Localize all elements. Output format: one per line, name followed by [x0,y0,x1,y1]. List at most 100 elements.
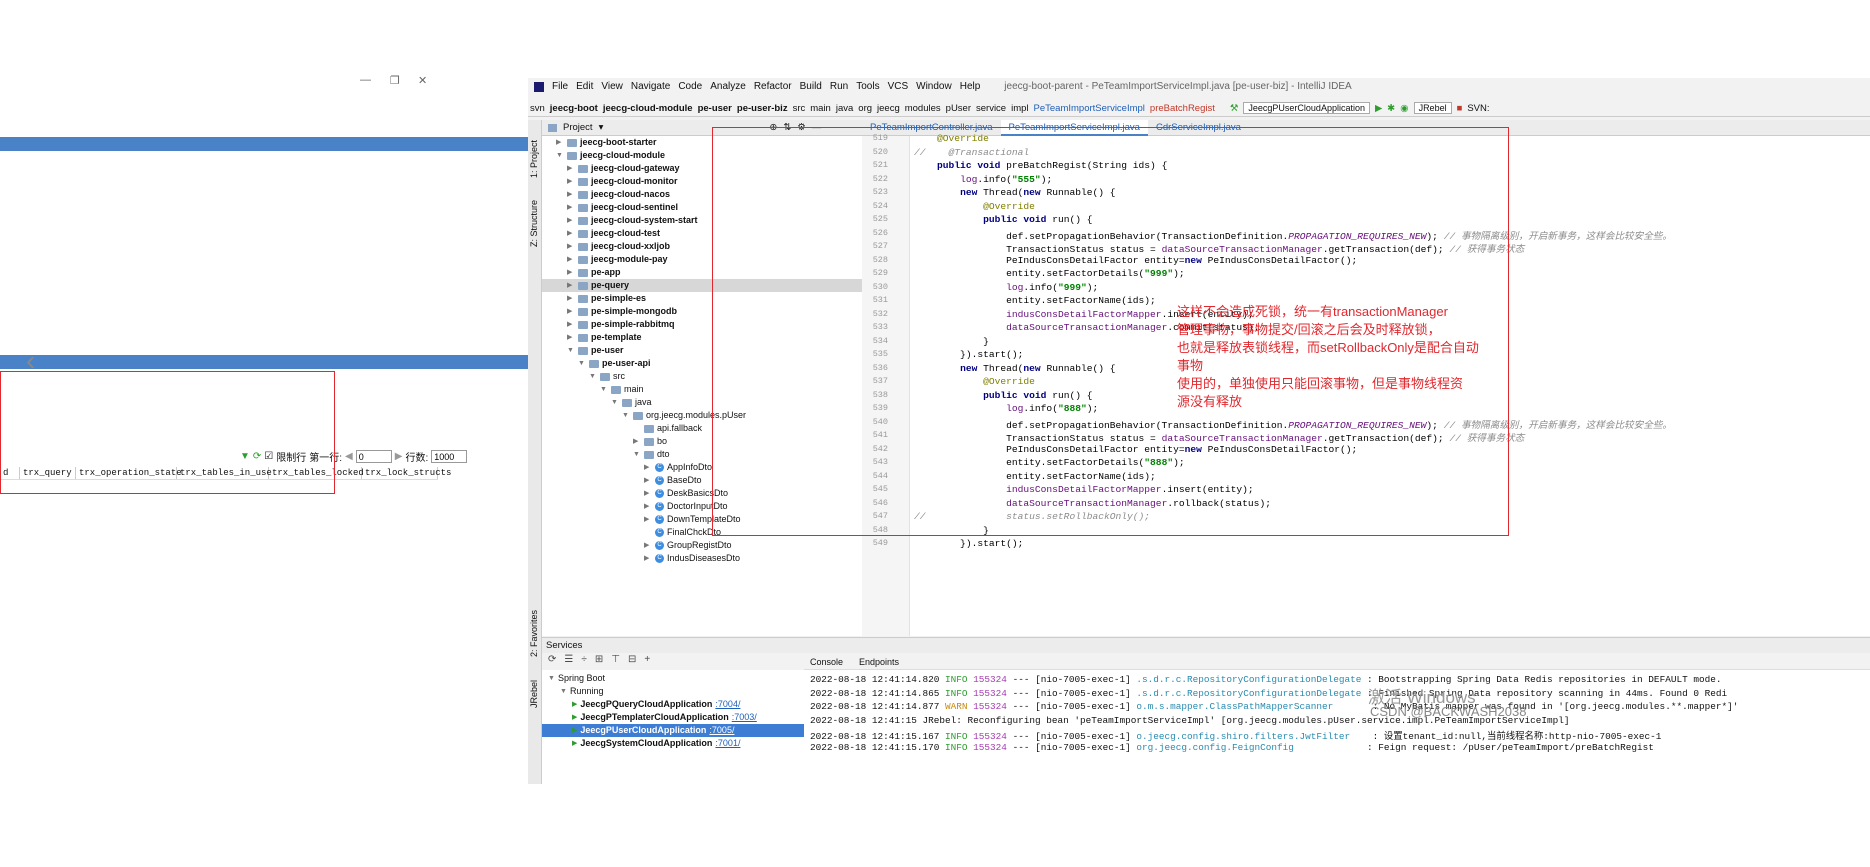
tree-node[interactable]: ▼java [611,396,652,409]
expand-arrow-icon[interactable]: ▶ [644,516,650,523]
expand-arrow-icon[interactable]: ▶ [644,542,650,549]
tree-node[interactable]: ▼pe-user-api [578,357,651,370]
project-tool-tab[interactable]: 1: Project [529,140,539,179]
code-line[interactable]: entity.setFactorName(ids); [914,295,1156,306]
expand-arrow-icon[interactable]: ▼ [633,451,640,458]
code-line[interactable]: @Override [914,133,989,144]
code-line[interactable]: TransactionStatus status = dataSourceTra… [914,244,1525,255]
menu-window[interactable]: Window [916,81,952,92]
expand-arrow-icon[interactable]: ▼ [600,386,607,393]
tree-node[interactable]: ▼src [589,370,625,383]
code-line[interactable]: log.info("888"); [1006,403,1099,414]
tree-node[interactable]: ▶jeecg-cloud-test [567,227,660,240]
expand-arrow-icon[interactable]: ▼ [611,399,618,406]
expand-arrow-icon[interactable]: ▶ [567,269,573,276]
collapse-icon[interactable]: ÷ [581,654,587,665]
code-line[interactable]: entity.setFactorName(ids); [914,470,1156,482]
expand-arrow-icon[interactable]: ▶ [567,295,573,302]
jrebel-tool-tab[interactable]: JRebel [529,680,539,709]
expand-arrow-icon[interactable]: ▼ [622,412,629,419]
service-node[interactable]: ▶JeecgPQueryCloudApplication:7004/ [542,698,804,711]
project-title[interactable]: Project [563,122,593,133]
hammer-icon[interactable]: ⚒ [1229,102,1239,114]
tree-node[interactable]: ▶jeecg-cloud-nacos [567,188,670,201]
crumb[interactable]: java [835,102,854,114]
code-line[interactable]: } [914,335,989,347]
crumb[interactable]: main [810,102,831,114]
service-node[interactable]: ▼Running [542,685,804,698]
tree-node[interactable]: ▶jeecg-cloud-sentinel [567,201,678,214]
debug-icon[interactable]: ✱ [1387,102,1396,114]
jrebel-select[interactable]: JRebel [1413,102,1452,114]
expand-arrow-icon[interactable]: ▶ [567,243,573,250]
restore-button[interactable]: ❐ [390,75,400,87]
crumb[interactable]: src [792,102,806,114]
expand-arrow-icon[interactable]: ▶ [556,139,562,146]
menu-tools[interactable]: Tools [856,81,880,92]
filter-icon[interactable]: ▼ [240,451,250,462]
expand-arrow-icon[interactable]: ▶ [567,321,573,328]
coverage-icon[interactable]: ◉ [1400,102,1409,114]
tree-node[interactable]: ▶jeecg-boot-starter [556,136,657,149]
column-header[interactable]: trx_query [20,467,76,479]
minimize-button[interactable]: — [360,74,371,86]
expand-arrow-icon[interactable]: ▶ [644,477,650,484]
expand-arrow-icon[interactable]: ▶ [567,165,573,172]
tree-node[interactable]: ▶jeecg-cloud-xxljob [567,240,670,253]
menu-build[interactable]: Build [799,81,822,92]
expand-arrow-icon[interactable]: ▶ [567,308,573,315]
tree-node[interactable]: ▼jeecg-cloud-module [556,149,665,162]
group-icon[interactable]: ⊞ [594,654,604,665]
menu-navigate[interactable]: Navigate [630,81,671,92]
code-line[interactable]: // @Transactional [914,146,1030,158]
tree-node[interactable]: ▶jeecg-cloud-system-start [567,214,698,227]
code-line[interactable]: // status.setRollbackOnly(); [914,511,1151,522]
tree-node[interactable]: ▶bo [633,435,667,448]
tree-node[interactable]: ▶jeecg-module-pay [567,253,668,266]
tree-node[interactable]: ▶pe-simple-rabbitmq [567,318,675,331]
code-line[interactable]: public void preBatchRegist(String ids) { [937,160,1168,171]
service-node[interactable]: ▼Spring Boot [542,672,804,685]
tree-node[interactable]: ▶jeecg-cloud-monitor [567,175,678,188]
service-node[interactable]: ▶JeecgPTemplaterCloudApplication:7003/ [542,711,804,724]
menu-file[interactable]: File [552,81,569,92]
row-count-input[interactable] [431,450,468,463]
layout-icon[interactable]: ⊟ [627,654,637,665]
crumb[interactable]: PeTeamImportServiceImpl [1033,102,1145,114]
crumb[interactable]: pe-user [697,102,732,114]
menu-refactor[interactable]: Refactor [753,81,792,92]
run-icon[interactable]: ▶ [572,727,578,734]
column-header[interactable]: trx_tables_in_use [177,467,272,479]
code-line[interactable]: }).start(); [914,349,1024,360]
code-line[interactable]: public void run() { [983,389,1093,401]
crumb[interactable]: jeecg [877,102,900,114]
column-header[interactable]: d [0,467,20,479]
run-config-select[interactable]: JeecgPUserCloudApplication [1243,102,1370,114]
filter-icon[interactable]: ⊤ [611,654,620,665]
code-line[interactable]: } [914,524,989,536]
expand-icon[interactable]: ☰ [564,654,574,665]
service-port[interactable]: :7003/ [731,712,757,722]
refresh-icon[interactable]: ⟳ [548,654,557,665]
expand-arrow-icon[interactable]: ▶ [567,230,573,237]
expand-arrow-icon[interactable]: ▶ [633,438,639,445]
tree-node[interactable]: ▶pe-template [567,331,642,344]
expand-arrow-icon[interactable]: ▼ [578,360,585,367]
service-port[interactable]: :7005/ [709,725,735,735]
expand-arrow-icon[interactable]: ▶ [644,490,650,497]
code-line[interactable]: dataSourceTransactionManager.commit(stat… [1006,322,1260,333]
crumb[interactable]: impl [1011,102,1029,114]
tree-node[interactable]: ▼org.jeecg.modules.pUser [622,409,746,422]
code-line[interactable]: log.info("999"); [1006,281,1099,293]
code-line[interactable]: dataSourceTransactionManager.rollback(st… [1006,497,1271,509]
crumb[interactable]: svn [530,102,545,114]
column-header[interactable]: trx_tables_locked [269,467,364,479]
code-line[interactable]: entity.setFactorDetails("888"); [914,457,1185,468]
menu-run[interactable]: Run [829,81,849,92]
